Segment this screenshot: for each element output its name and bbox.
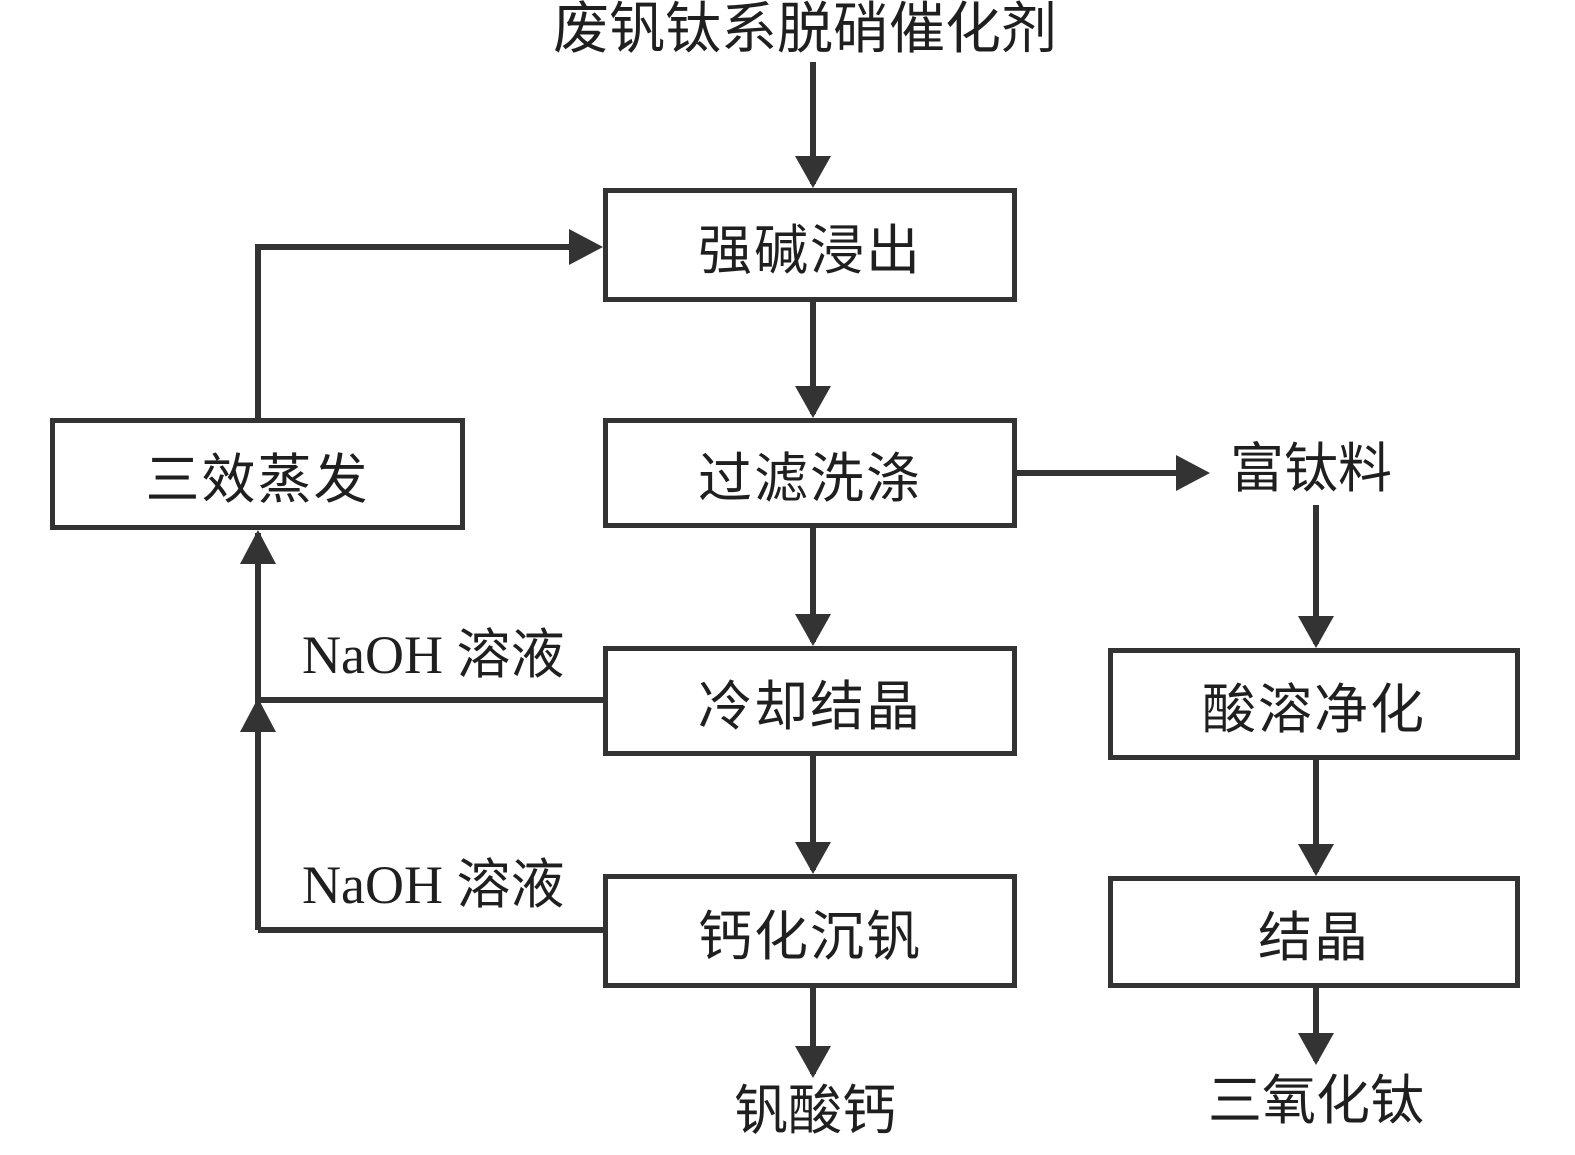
arrowhead-filter-to-cooling bbox=[795, 614, 831, 646]
arrowhead-evaporation-to-leaching bbox=[569, 229, 603, 265]
arrow-evaporation-to-leaching-line bbox=[255, 244, 597, 418]
arrowhead-into-evaporation-up bbox=[240, 530, 276, 564]
arrowhead-crystallization-to-trioxide bbox=[1298, 1033, 1334, 1065]
arrowhead-acid-to-crystallization bbox=[1298, 844, 1334, 876]
input-material-label: 废钒钛系脱硝催化剂 bbox=[553, 0, 1057, 61]
box-cooling-crystallization: 冷却结晶 bbox=[603, 646, 1017, 756]
titanium-trioxide-label: 三氧化钛 bbox=[1208, 1071, 1424, 1131]
calcium-vanadate-label: 钒酸钙 bbox=[734, 1081, 896, 1141]
arrowhead-cooling-to-calcification bbox=[795, 842, 831, 874]
box-acid-dissolution-purification: 酸溶净化 bbox=[1108, 648, 1520, 760]
arrowhead-titanium-to-acid bbox=[1298, 616, 1334, 648]
naoh-solution-label-1: NaOH 溶液 bbox=[302, 625, 565, 685]
arrowhead-naoh-junction-up bbox=[240, 698, 276, 732]
arrowhead-filter-to-titanium bbox=[1176, 455, 1210, 491]
box-filter-washing: 过滤洗涤 bbox=[603, 418, 1017, 528]
arrowhead-leaching-to-filter bbox=[795, 386, 831, 418]
box-calcification-vanadium-precipitation: 钙化沉钒 bbox=[603, 874, 1017, 988]
arrowhead-input-to-leaching bbox=[795, 156, 831, 188]
titanium-rich-material-label: 富钛料 bbox=[1230, 439, 1392, 499]
naoh-solution-label-2: NaOH 溶液 bbox=[302, 855, 565, 915]
box-crystallization: 结晶 bbox=[1108, 876, 1520, 988]
box-strong-alkali-leaching: 强碱浸出 bbox=[603, 188, 1017, 302]
box-triple-effect-evaporation: 三效蒸发 bbox=[50, 418, 465, 530]
arrowhead-calcification-to-vanadate bbox=[795, 1046, 831, 1078]
